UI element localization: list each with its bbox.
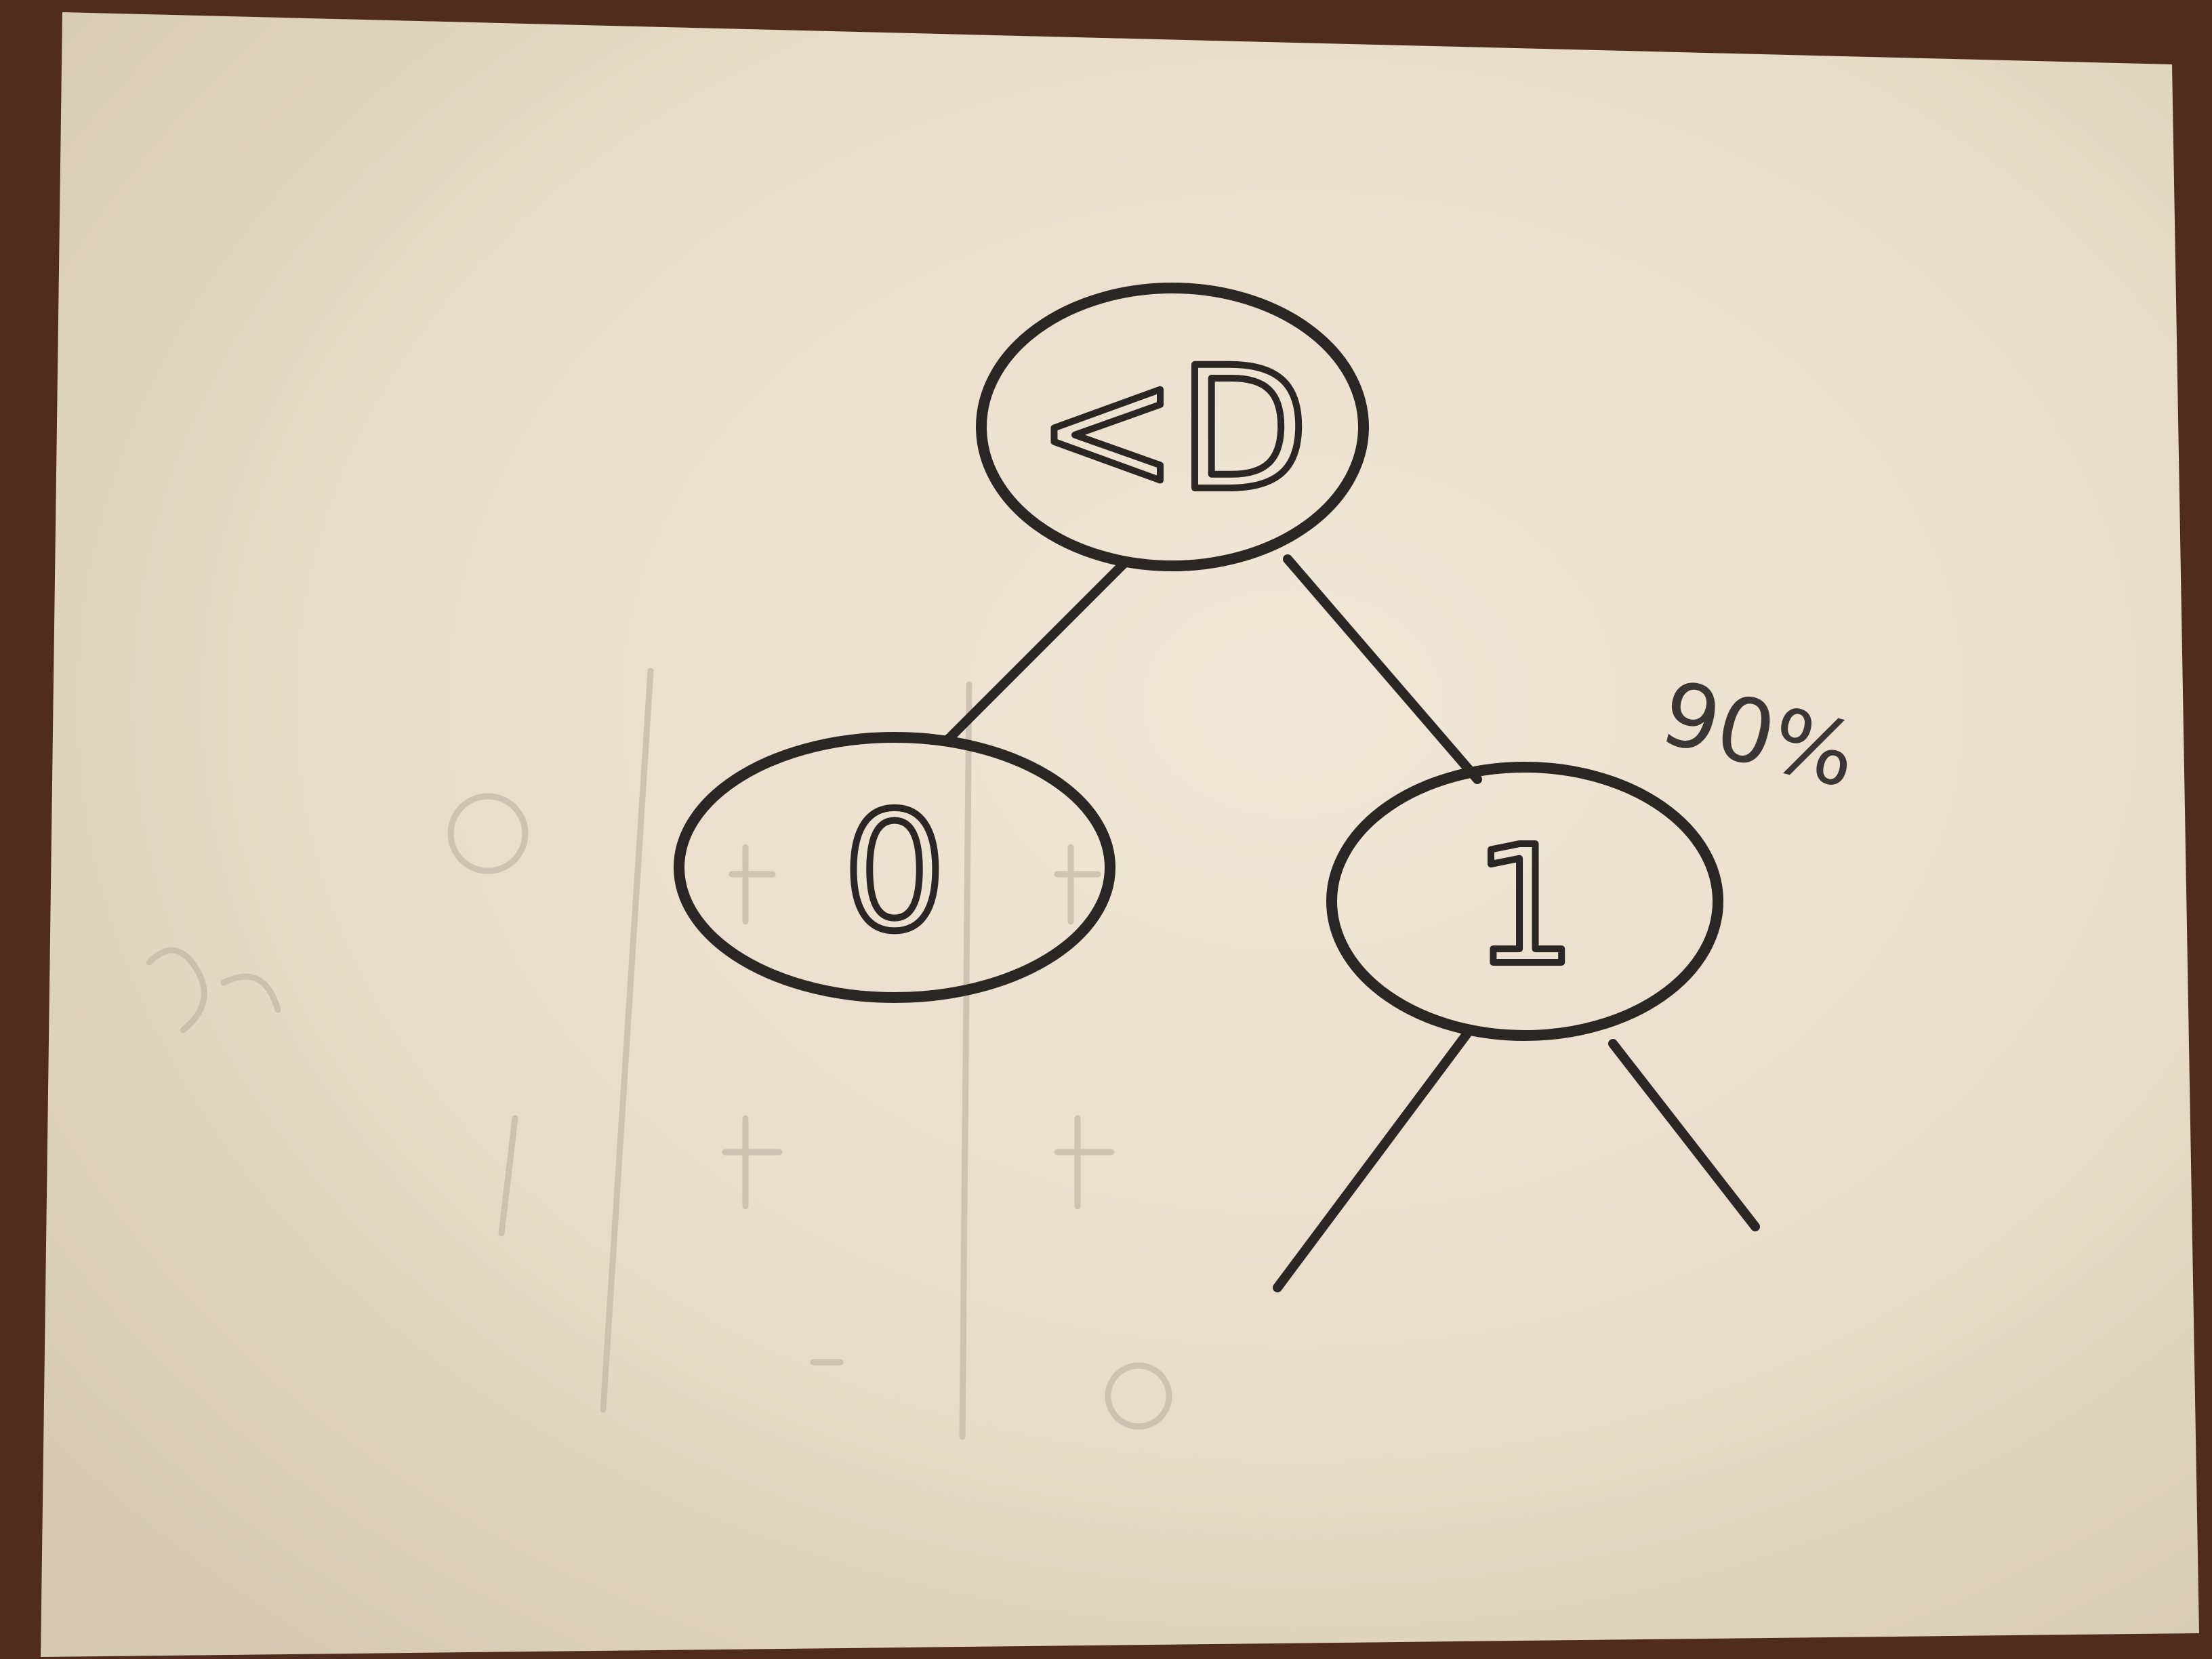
edge-root-to-right: [1283, 554, 1482, 784]
node-root: <D: [976, 283, 1369, 571]
edge-right-child-a: [1273, 1029, 1472, 1292]
edge-right-child-b: [1608, 1039, 1760, 1231]
node-root-label: <D: [1036, 331, 1309, 528]
paper-sheet: [41, 12, 2199, 1657]
tree-edges: [944, 554, 1760, 1292]
node-root-circle: [976, 283, 1369, 571]
node-right-circle: [1326, 762, 1723, 1041]
node-left: 0: [674, 732, 1115, 1003]
node-right-label: 1: [1473, 811, 1577, 1001]
node-left-label: 0: [843, 777, 947, 967]
edge-root-to-left: [944, 558, 1130, 743]
node-right: 1: [1326, 762, 1723, 1041]
node-left-circle: [674, 732, 1115, 1003]
faint-show-through: [146, 668, 1172, 1440]
